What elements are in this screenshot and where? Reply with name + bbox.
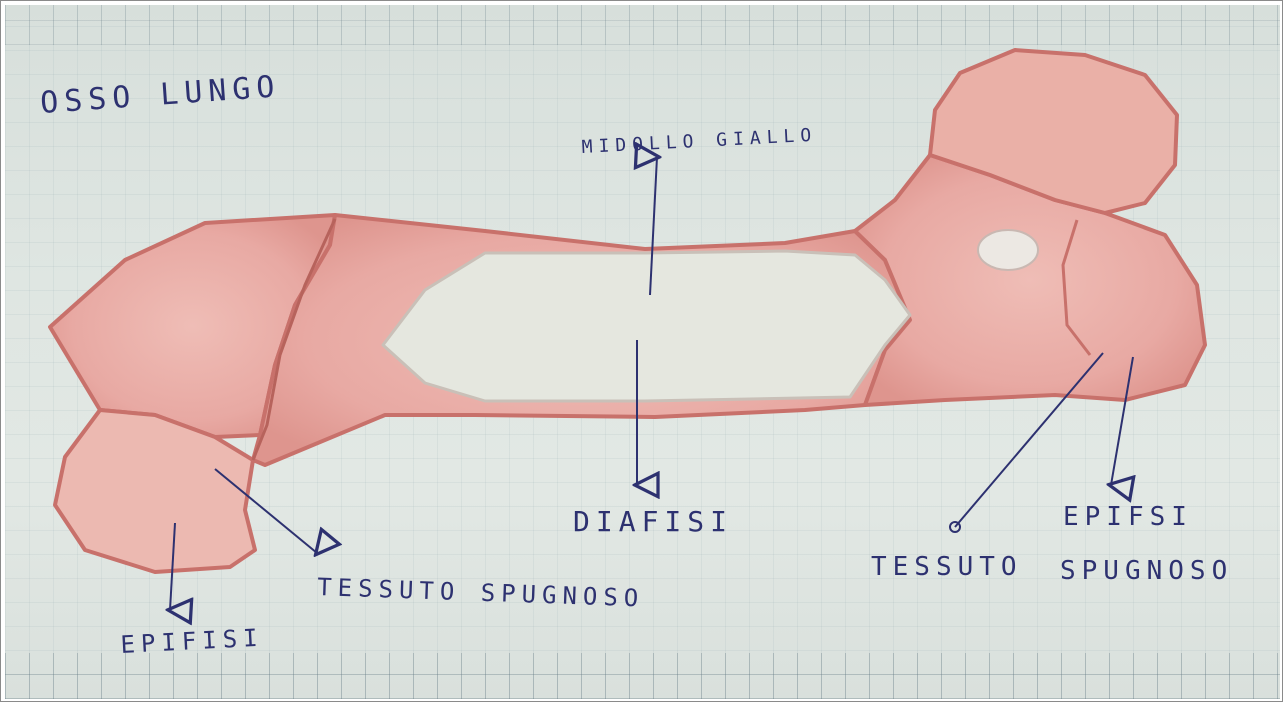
diagram-title: OSSO LUNGO — [39, 69, 281, 121]
label-midollo-giallo: MIDOLLO GIALLO — [581, 125, 817, 158]
bone-diagram: OSSO LUNGO MIDOLLO GIALLO DIAFISI EPIFIS… — [5, 5, 1280, 699]
notebook-paper: OSSO LUNGO MIDOLLO GIALLO DIAFISI EPIFIS… — [5, 5, 1280, 699]
label-diafisi: DIAFISI — [573, 505, 733, 538]
label-tessuto-spugnoso-left: TESSUTO SPUGNOSO — [317, 573, 645, 612]
medullary-cavity — [383, 251, 910, 401]
nutrient-foramen — [978, 230, 1038, 270]
label-spugnoso-right: SPUGNOSO — [1060, 556, 1233, 586]
label-epifisi-right: EPIFSI — [1063, 502, 1193, 532]
label-epifisi-left: EPIFISI — [120, 624, 264, 659]
label-tessuto-right: TESSUTO — [871, 552, 1023, 582]
